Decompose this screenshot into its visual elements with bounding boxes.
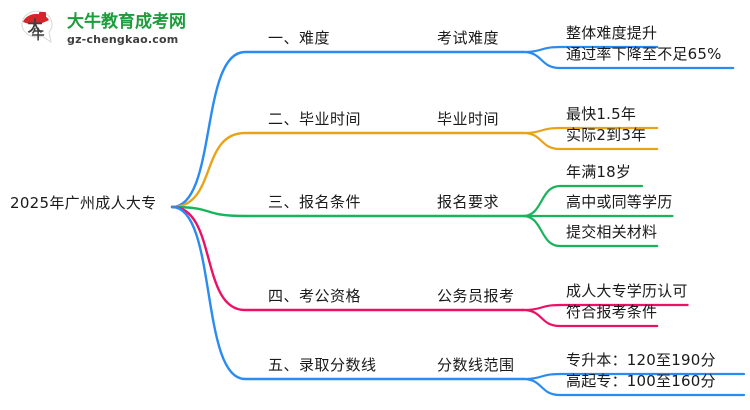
leaf-application-requirements-1[interactable]: 年满18岁 (566, 163, 632, 181)
leaf-civil-service-eligibility-1[interactable]: 成人大专学历认可 (566, 282, 688, 300)
logo-title: 大牛教育成考网 (67, 11, 186, 32)
branch-label-admission-score-line[interactable]: 五、录取分数线 (268, 356, 377, 374)
leaf-application-requirements-3[interactable]: 提交相关材料 (566, 223, 658, 241)
logo-url: gz-chengkao.com (67, 32, 179, 46)
leaf-graduation-time-1[interactable]: 最快1.5年 (566, 105, 637, 123)
branch-label-difficulty[interactable]: 一、难度 (268, 29, 331, 47)
svg-text:大: 大 (27, 17, 42, 35)
topic-label-civil-service-eligibility[interactable]: 公务员报考 (437, 287, 515, 305)
leaf-application-requirements-2[interactable]: 高中或同等学历 (566, 193, 673, 211)
branch-label-application-requirements[interactable]: 三、报名条件 (268, 193, 362, 211)
leaf-difficulty-2[interactable]: 通过率下降至不足65% (566, 45, 722, 63)
root-node-label[interactable]: 2025年广州成人大专 (10, 194, 157, 212)
branch-difficulty (170, 45, 562, 209)
branch-label-graduation-time[interactable]: 二、毕业时间 (268, 110, 362, 128)
topic-label-difficulty[interactable]: 考试难度 (437, 29, 500, 47)
daniu-logo-icon: 大 牛 (18, 8, 60, 50)
logo-text-block: 大牛教育成考网 gz-chengkao.com (67, 11, 186, 46)
topic-label-application-requirements[interactable]: 报名要求 (437, 193, 500, 211)
topic-label-graduation-time[interactable]: 毕业时间 (437, 110, 500, 128)
leaf-graduation-time-2[interactable]: 实际2到3年 (566, 126, 647, 144)
svg-text:牛: 牛 (31, 27, 44, 43)
site-logo[interactable]: 大 牛 大牛教育成考网 gz-chengkao.com (18, 8, 186, 50)
branch-label-civil-service-eligibility[interactable]: 四、考公资格 (268, 287, 362, 305)
branch-civil-service-eligibility (170, 205, 562, 328)
leaf-difficulty-1[interactable]: 整体难度提升 (566, 24, 658, 42)
branch-application-requirements (170, 184, 562, 248)
leaf-admission-score-line-1[interactable]: 专升本：120至190分 (566, 351, 716, 369)
leaf-civil-service-eligibility-2[interactable]: 符合报考条件 (566, 303, 658, 321)
topic-label-admission-score-line[interactable]: 分数线范围 (437, 356, 515, 374)
branch-graduation-time (170, 126, 562, 209)
leaf-admission-score-line-2[interactable]: 高起专：100至160分 (566, 372, 716, 390)
